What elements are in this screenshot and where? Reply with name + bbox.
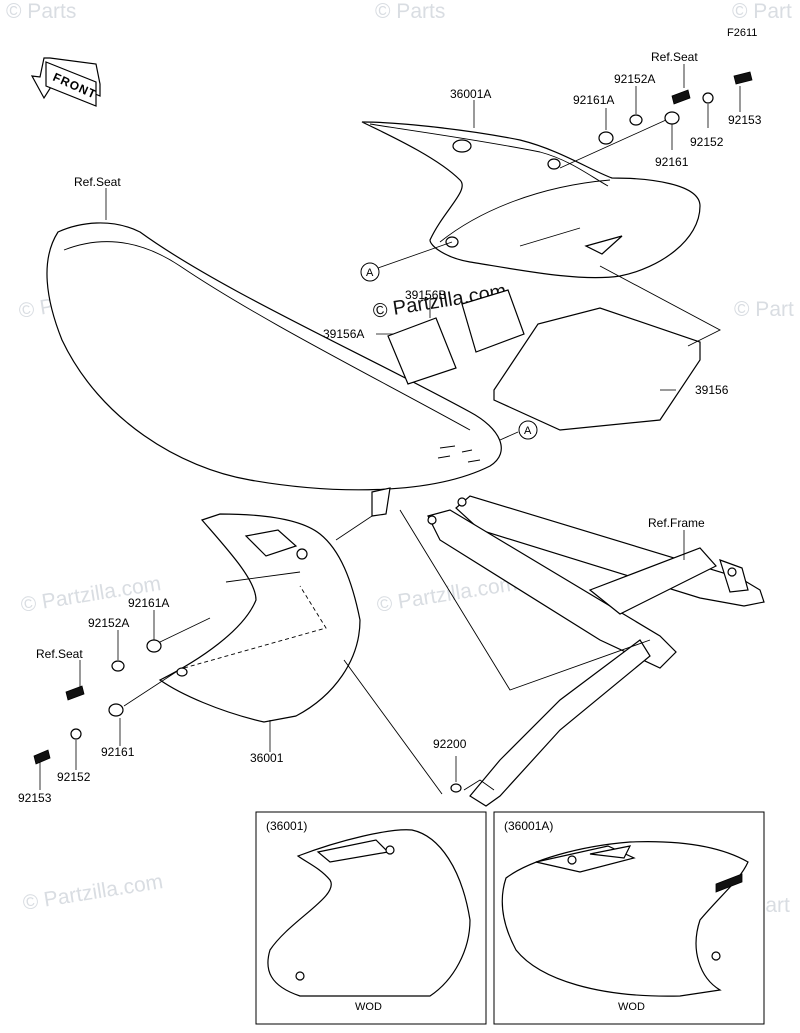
label-part-92152A[interactable]: 92152A xyxy=(88,616,129,630)
label-part-39156A[interactable]: 39156A xyxy=(323,327,364,341)
label-part-39156[interactable]: 39156 xyxy=(695,383,729,397)
part-labels: Ref.Seat 92152A 92161A 36001A 92153 9215… xyxy=(18,50,762,805)
ref-point-a-label: A xyxy=(524,425,532,437)
label-ref-seat[interactable]: Ref.Seat xyxy=(74,175,121,189)
ref-point-a: A A xyxy=(360,262,538,440)
front-arrow-icon: FRONT xyxy=(30,57,101,107)
label-part-92152[interactable]: 92152 xyxy=(690,135,724,149)
label-part-92152[interactable]: 92152 xyxy=(57,770,91,784)
frame xyxy=(371,487,765,807)
inset-title: (36001A) xyxy=(504,819,553,833)
side-cover-36001 xyxy=(158,513,361,723)
label-ref-frame[interactable]: Ref.Frame xyxy=(648,516,705,530)
ref-point-a-label: A xyxy=(366,267,374,279)
side-cover-36001A xyxy=(361,121,701,279)
label-ref-seat[interactable]: Ref.Seat xyxy=(36,647,83,661)
inset-36001A: (36001A) WOD xyxy=(493,811,765,1025)
watermark-text: © Partzilla.com xyxy=(375,572,518,617)
inset-36001: (36001) WOD xyxy=(255,811,487,1025)
label-part-92161[interactable]: 92161 xyxy=(101,745,135,759)
inset-caption: WOD xyxy=(355,1001,382,1013)
watermark-text: © Partzilla.com xyxy=(21,870,164,915)
inset-title: (36001) xyxy=(266,819,307,833)
figure-code: F2611 xyxy=(727,27,757,39)
watermark-text: © Part xyxy=(734,298,794,321)
fasteners-bottom xyxy=(33,639,462,793)
label-part-92153[interactable]: 92153 xyxy=(18,791,52,805)
label-ref-seat[interactable]: Ref.Seat xyxy=(651,50,698,64)
watermark-text: © Parts xyxy=(375,0,445,23)
label-part-92153[interactable]: 92153 xyxy=(728,113,762,127)
decals xyxy=(387,289,701,431)
watermark-text: © Part xyxy=(732,0,792,23)
label-part-36001A[interactable]: 36001A xyxy=(450,87,491,101)
label-part-92161A[interactable]: 92161A xyxy=(573,93,614,107)
label-part-92200[interactable]: 92200 xyxy=(433,737,467,751)
label-part-92152A[interactable]: 92152A xyxy=(614,72,655,86)
watermark-text: © Partzilla.com xyxy=(19,572,162,617)
leader-lines xyxy=(39,64,741,795)
inset-caption: WOD xyxy=(618,1001,645,1013)
label-part-36001[interactable]: 36001 xyxy=(250,751,284,765)
label-part-92161[interactable]: 92161 xyxy=(655,155,689,169)
label-part-39156B[interactable]: 39156B xyxy=(405,288,446,302)
seat xyxy=(46,222,502,491)
label-part-92161A[interactable]: 92161A xyxy=(128,596,169,610)
watermark-text: © Parts xyxy=(6,0,76,23)
fasteners-top xyxy=(598,71,753,145)
